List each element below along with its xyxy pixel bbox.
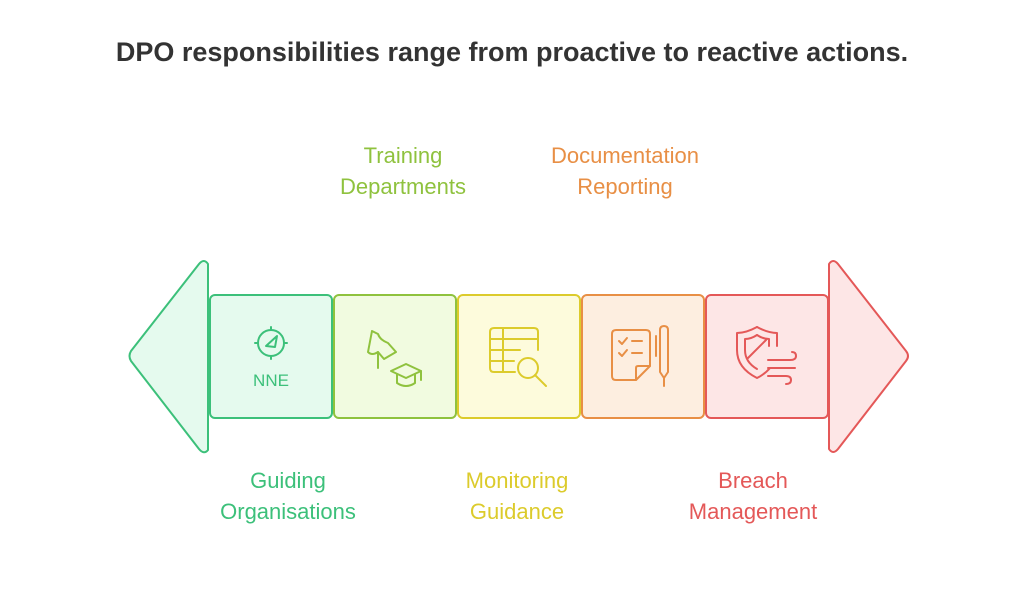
left-arrow-head <box>128 260 209 454</box>
segment-monitoring-guidance <box>457 294 581 419</box>
shield-wind-icon <box>736 326 797 385</box>
checklist-pen-icon <box>611 325 669 387</box>
label-line: Reporting <box>577 174 673 199</box>
label-line: Monitoring <box>465 468 569 493</box>
pointing-hand-graduation-cap-icon <box>367 330 422 387</box>
label-guiding-organisations: Guiding Organisations <box>188 465 388 527</box>
label-line: Management <box>688 499 818 524</box>
label-training-departments: Training Departments <box>303 140 503 202</box>
segment-documentation-reporting <box>581 294 705 419</box>
compass-label: NNE <box>253 371 289 390</box>
label-breach-management: Breach Management <box>653 465 853 527</box>
label-line: Training <box>363 143 443 168</box>
label-line: Breach <box>718 468 788 493</box>
label-monitoring-guidance: Monitoring Guidance <box>417 465 617 527</box>
label-line: Guidance <box>469 499 565 524</box>
label-line: Organisations <box>220 499 356 524</box>
label-line: Guiding <box>250 468 326 493</box>
compass-icon <box>254 326 288 360</box>
diagram-title: DPO responsibilities range from proactiv… <box>115 37 909 67</box>
segment-training-departments <box>333 294 457 419</box>
label-line: Departments <box>340 174 466 199</box>
spreadsheet-magnifier-icon <box>489 327 547 387</box>
label-line: Documentation <box>551 143 699 168</box>
right-arrow-head <box>828 260 909 453</box>
segment-breach-management <box>705 294 829 419</box>
label-documentation-reporting: Documentation Reporting <box>515 140 735 202</box>
